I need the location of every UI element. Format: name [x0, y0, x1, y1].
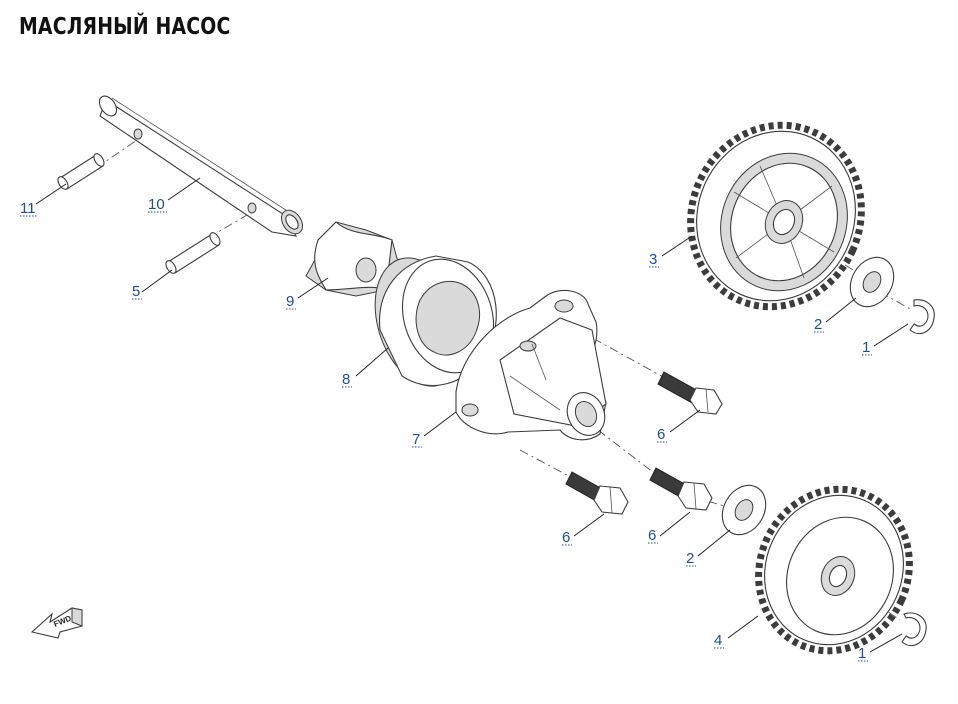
- callout-5[interactable]: 5: [132, 283, 140, 300]
- part-3-upper-gear[interactable]: [662, 98, 890, 334]
- callout-2-upper[interactable]: 2: [814, 316, 822, 333]
- callout-7[interactable]: 7: [412, 431, 420, 448]
- part-6-bolt-lower-right[interactable]: [649, 467, 713, 511]
- part-4-lower-gear[interactable]: [733, 465, 935, 675]
- callout-8[interactable]: 8: [342, 371, 350, 388]
- part-2-washer-upper[interactable]: [842, 249, 903, 314]
- callout-6-lower-right[interactable]: 6: [648, 527, 656, 544]
- part-9-inner-rotor[interactable]: [305, 221, 399, 297]
- callout-10[interactable]: 10: [148, 196, 165, 213]
- callout-11[interactable]: 11: [20, 200, 36, 217]
- callout-1-lower[interactable]: 1: [858, 645, 866, 662]
- callout-2-lower[interactable]: 2: [686, 550, 694, 567]
- part-8-outer-rotor[interactable]: [360, 246, 508, 397]
- callout-3[interactable]: 3: [649, 251, 657, 268]
- callout-4[interactable]: 4: [714, 632, 722, 649]
- part-10-shaft[interactable]: [96, 93, 307, 238]
- leader-lines: [35, 177, 909, 653]
- callout-6-lower-left[interactable]: 6: [562, 529, 570, 546]
- part-6-bolt-upper[interactable]: [657, 371, 723, 415]
- part-1-circlip-upper[interactable]: [909, 299, 935, 335]
- part-5-pin[interactable]: [164, 231, 222, 275]
- callout-9[interactable]: 9: [286, 293, 294, 310]
- callout-6-upper[interactable]: 6: [657, 426, 665, 443]
- part-6-bolt-lower-left[interactable]: [565, 471, 629, 515]
- callout-1-upper[interactable]: 1: [862, 339, 870, 356]
- fwd-arrow-icon: FWD: [30, 607, 83, 639]
- callout-labels: 11 10 5 9 8 7 6 6 6 2 4 3 2 1 1: [20, 196, 872, 662]
- part-2-washer-lower[interactable]: [714, 477, 775, 542]
- page-title: МАСЛЯНЫЙ НАСОС: [19, 14, 231, 40]
- part-7-pump-housing[interactable]: [455, 289, 612, 441]
- part-1-circlip-lower[interactable]: [901, 612, 927, 647]
